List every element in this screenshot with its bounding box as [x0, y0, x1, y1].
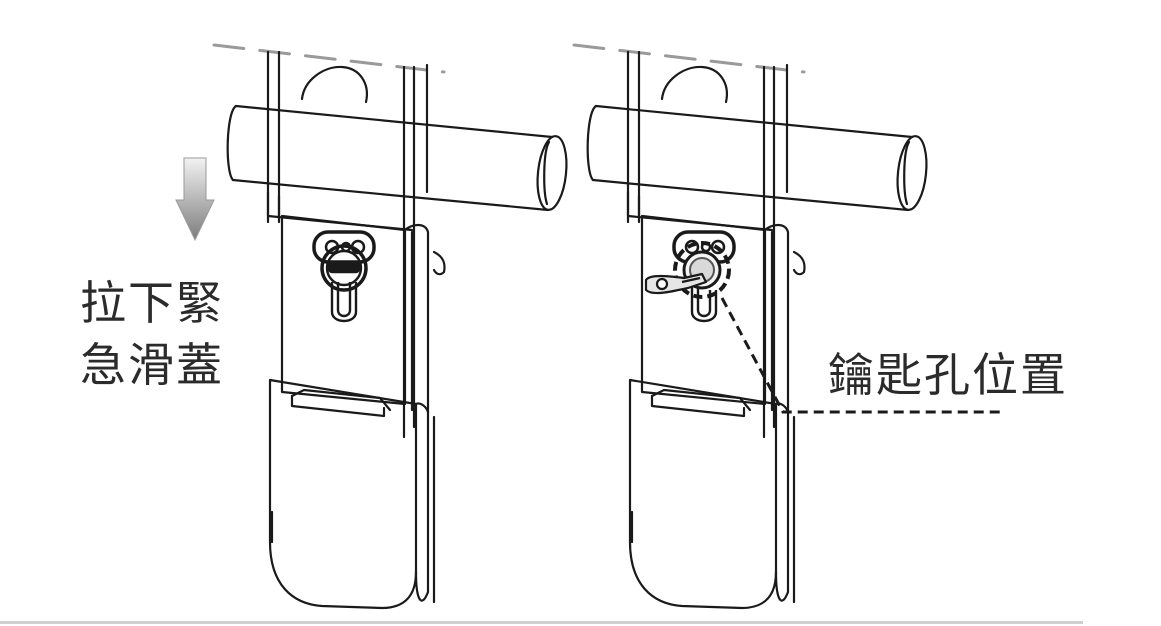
- lock-unit-left: [212, 43, 572, 610]
- keyhole-position-label: 鑰匙孔位置: [828, 348, 1068, 402]
- lock-unit-right: [572, 43, 932, 610]
- keyhole-leader-line: [720, 297, 1000, 414]
- bottom-divider: [0, 621, 1083, 624]
- keyhole-icon: [320, 244, 368, 323]
- down-arrow-icon: [175, 157, 215, 242]
- pull-cover-label-line1: 拉下緊: [80, 276, 224, 330]
- key-icon: [644, 272, 708, 295]
- pull-cover-label-line2: 急滑蓋: [80, 338, 224, 392]
